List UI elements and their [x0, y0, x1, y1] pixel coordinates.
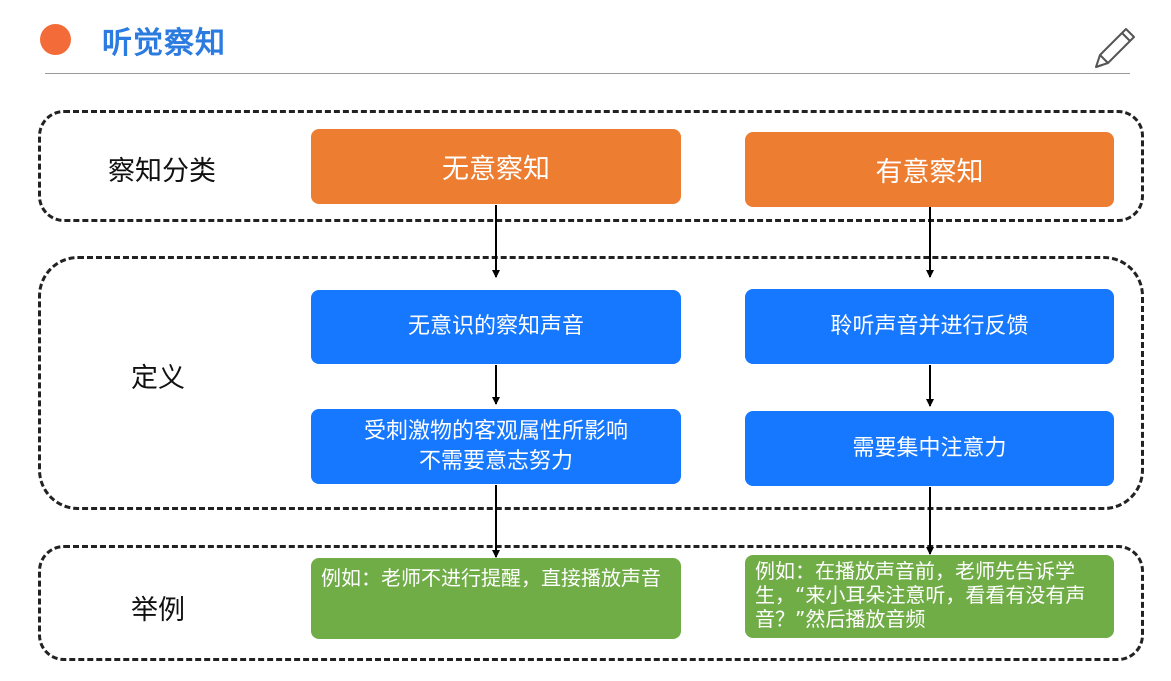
page-title: 听觉察知: [102, 26, 226, 61]
right-definition-box-2: 需要集中注意力: [745, 411, 1114, 486]
left-definition-box-1: 无意识的察知声音: [311, 290, 681, 364]
row-label-definition: 定义: [131, 363, 185, 394]
pen-icon: [1095, 28, 1135, 68]
left-category-box: 无意察知: [311, 129, 681, 204]
example-zone: [38, 545, 1144, 661]
right-example-box: 例如：在播放声音前，老师先告诉学生，“来小耳朵注意听，看看有没有声音？”然后播放…: [745, 555, 1114, 638]
row-label-classification: 察知分类: [108, 156, 216, 187]
right-definition-box-1: 聆听声音并进行反馈: [745, 289, 1114, 364]
left-example-box: 例如：老师不进行提醒，直接播放声音: [311, 558, 681, 639]
classification-zone: [38, 110, 1144, 222]
left-definition-box-2: 受刺激物的客观属性所影响 不需要意志努力: [311, 409, 681, 484]
title-underline: [45, 73, 1130, 74]
right-category-box: 有意察知: [745, 132, 1114, 207]
title-bullet-dot: [40, 24, 71, 55]
row-label-example: 举例: [131, 595, 185, 626]
definition-zone: [38, 256, 1144, 510]
